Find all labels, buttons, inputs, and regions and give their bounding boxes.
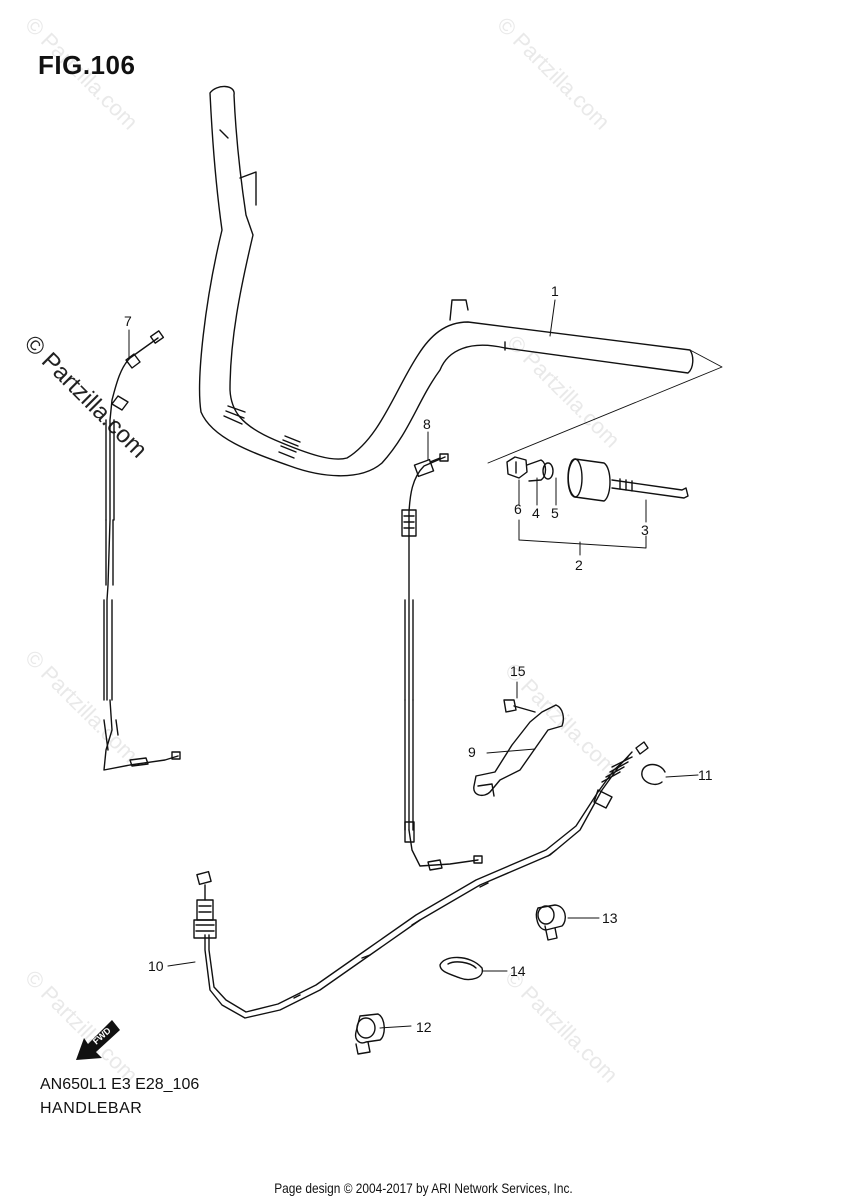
footer-copyright: Page design © 2004-2017 by ARI Network S… bbox=[274, 1180, 573, 1196]
callout-2: 2 bbox=[575, 557, 583, 573]
callout-1: 1 bbox=[551, 283, 559, 299]
callout-14: 14 bbox=[510, 963, 526, 979]
callout-6: 6 bbox=[514, 501, 522, 517]
bracket-9-drawing bbox=[473, 699, 565, 797]
leader-lines bbox=[128, 299, 699, 1029]
figure-caption: HANDLEBAR bbox=[40, 1100, 143, 1117]
brake-cable-10-drawing bbox=[193, 741, 649, 1019]
callout-11: 11 bbox=[698, 767, 713, 783]
fwd-arrow bbox=[76, 1020, 120, 1060]
figure-code: AN650L1 E3 E28_106 bbox=[40, 1076, 200, 1093]
clamp-12-drawing bbox=[354, 1013, 385, 1055]
callout-10: 10 bbox=[148, 958, 164, 974]
clamp-14-drawing bbox=[439, 956, 484, 981]
clamp-13-drawing bbox=[535, 904, 567, 941]
handlebar-drawing bbox=[198, 85, 723, 477]
callout-9: 9 bbox=[468, 744, 476, 760]
throttle-cable-8-drawing bbox=[401, 453, 483, 871]
callout-4: 4 bbox=[532, 505, 540, 521]
callout-5: 5 bbox=[551, 505, 559, 521]
callout-3: 3 bbox=[641, 522, 649, 538]
balancer-drawing bbox=[506, 456, 689, 502]
throttle-cable-7-drawing bbox=[103, 330, 181, 771]
callout-12: 12 bbox=[416, 1019, 432, 1035]
callout-7: 7 bbox=[124, 313, 132, 329]
e-ring-11-drawing bbox=[641, 763, 666, 786]
callout-15: 15 bbox=[510, 663, 526, 679]
callouts: 1 2 3 4 5 6 7 8 9 10 11 12 13 14 15 bbox=[124, 283, 713, 1035]
callout-8: 8 bbox=[423, 416, 431, 432]
callout-13: 13 bbox=[602, 910, 618, 926]
figure-title: FIG.106 bbox=[38, 50, 136, 80]
